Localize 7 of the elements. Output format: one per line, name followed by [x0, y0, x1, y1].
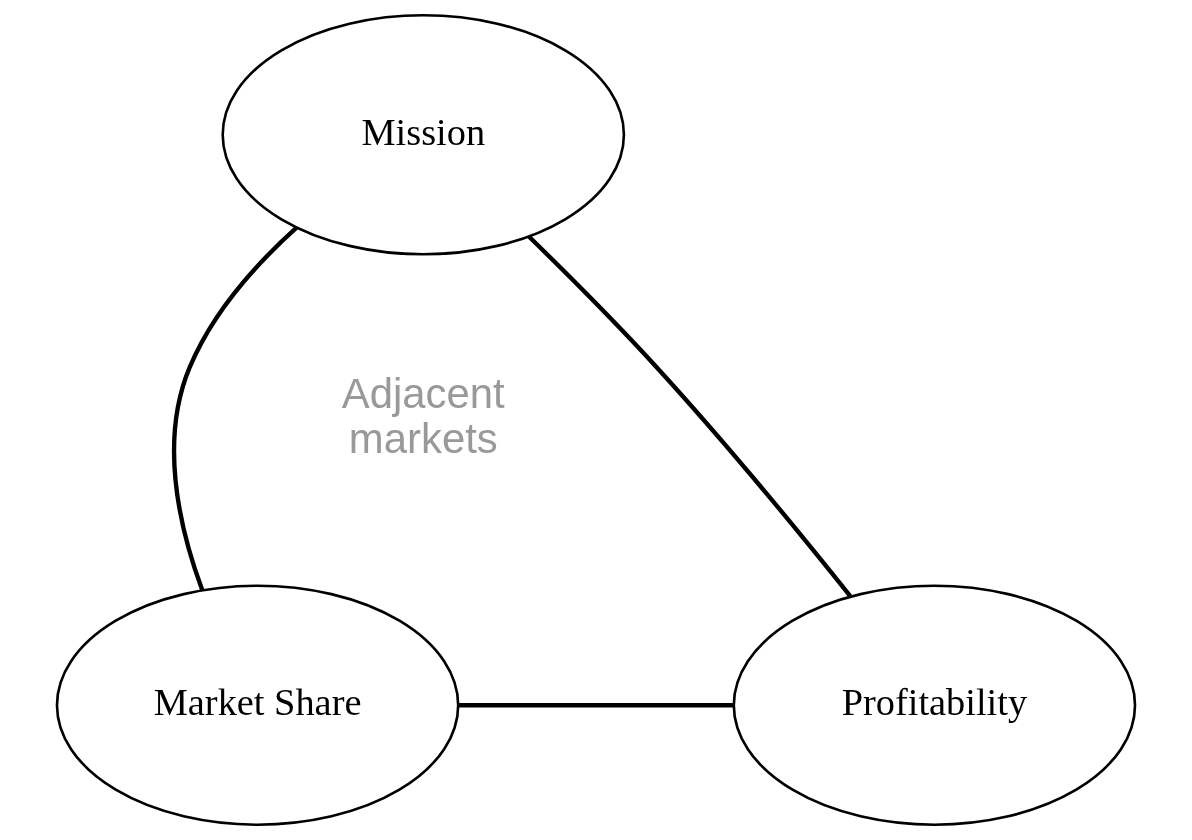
node-ellipse: Market Share — [55, 584, 460, 826]
connector — [172, 226, 298, 591]
node-ellipse: Profitability — [732, 584, 1137, 826]
label: Adjacent markets — [341, 370, 505, 463]
connector — [527, 235, 852, 598]
node-ellipse: Mission — [221, 14, 626, 256]
connector — [458, 703, 734, 708]
